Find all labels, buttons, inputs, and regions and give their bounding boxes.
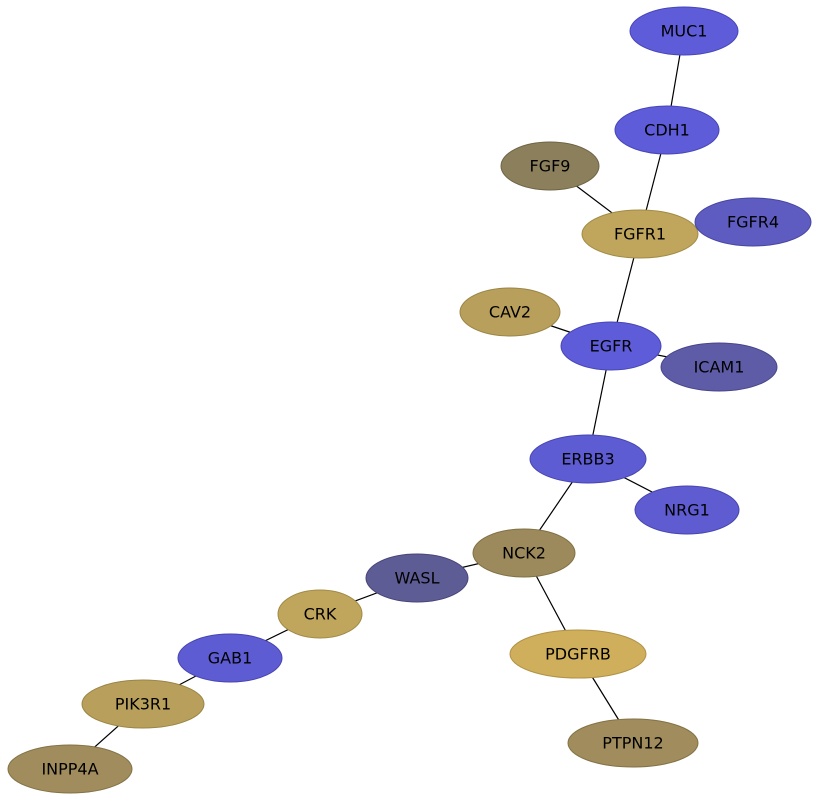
- node-shape-fgfr1[interactable]: [581, 209, 699, 259]
- node-label-fgfr1: FGFR1: [614, 225, 666, 244]
- node-label-fgf9: FGF9: [530, 157, 571, 176]
- node-erbb3[interactable]: ERBB3: [529, 434, 647, 484]
- node-shape-egfr[interactable]: [560, 321, 662, 371]
- node-label-pdgfrb: PDGFRB: [545, 645, 611, 664]
- node-pdgfrb[interactable]: PDGFRB: [509, 629, 647, 679]
- node-inpp4a[interactable]: INPP4A: [7, 744, 133, 794]
- node-gab1[interactable]: GAB1: [177, 633, 283, 683]
- node-wasl[interactable]: WASL: [365, 553, 469, 603]
- node-label-cav2: CAV2: [489, 303, 531, 322]
- node-crk[interactable]: CRK: [277, 589, 363, 639]
- node-label-erbb3: ERBB3: [561, 450, 614, 469]
- node-nrg1[interactable]: NRG1: [634, 485, 740, 535]
- node-shape-icam1[interactable]: [660, 342, 778, 392]
- node-label-gab1: GAB1: [208, 649, 253, 668]
- node-label-fgfr4: FGFR4: [727, 213, 779, 232]
- node-fgfr4[interactable]: FGFR4: [694, 197, 812, 247]
- node-label-wasl: WASL: [395, 569, 440, 588]
- node-shape-gab1[interactable]: [177, 633, 283, 683]
- node-fgf9[interactable]: FGF9: [500, 141, 600, 191]
- node-shape-erbb3[interactable]: [529, 434, 647, 484]
- node-shape-crk[interactable]: [277, 589, 363, 639]
- node-label-cdh1: CDH1: [644, 121, 690, 140]
- node-shape-nck2[interactable]: [472, 528, 576, 578]
- node-pik3r1[interactable]: PIK3R1: [81, 679, 205, 729]
- node-shape-muc1[interactable]: [629, 6, 739, 56]
- node-label-muc1: MUC1: [661, 22, 708, 41]
- node-shape-fgfr4[interactable]: [694, 197, 812, 247]
- node-nck2[interactable]: NCK2: [472, 528, 576, 578]
- node-label-ptpn12: PTPN12: [602, 734, 663, 753]
- node-shape-ptpn12[interactable]: [567, 718, 699, 768]
- node-egfr[interactable]: EGFR: [560, 321, 662, 371]
- node-muc1[interactable]: MUC1: [629, 6, 739, 56]
- node-cav2[interactable]: CAV2: [459, 287, 561, 337]
- node-label-egfr: EGFR: [590, 337, 633, 356]
- node-label-nck2: NCK2: [502, 544, 546, 563]
- node-label-nrg1: NRG1: [664, 501, 710, 520]
- node-shape-cav2[interactable]: [459, 287, 561, 337]
- node-cdh1[interactable]: CDH1: [614, 105, 720, 155]
- node-shape-fgf9[interactable]: [500, 141, 600, 191]
- node-shape-pdgfrb[interactable]: [509, 629, 647, 679]
- node-shape-pik3r1[interactable]: [81, 679, 205, 729]
- node-label-crk: CRK: [304, 605, 337, 624]
- node-shape-inpp4a[interactable]: [7, 744, 133, 794]
- node-shape-nrg1[interactable]: [634, 485, 740, 535]
- node-label-pik3r1: PIK3R1: [115, 695, 171, 714]
- node-label-inpp4a: INPP4A: [41, 760, 98, 779]
- node-shape-wasl[interactable]: [365, 553, 469, 603]
- node-icam1[interactable]: ICAM1: [660, 342, 778, 392]
- node-fgfr1[interactable]: FGFR1: [581, 209, 699, 259]
- node-label-icam1: ICAM1: [694, 358, 745, 377]
- node-shape-cdh1[interactable]: [614, 105, 720, 155]
- node-ptpn12[interactable]: PTPN12: [567, 718, 699, 768]
